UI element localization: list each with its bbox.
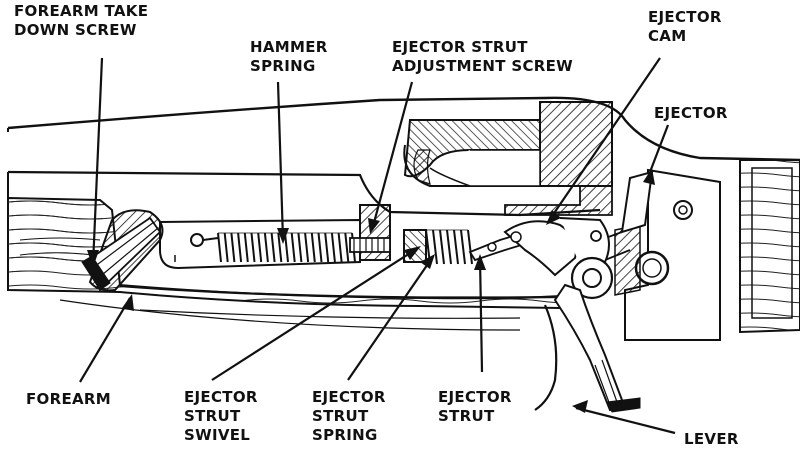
stock-wood [739,159,800,334]
leader-forearm [79,297,131,383]
label-hammer-spring: HAMMER SPRING [250,38,328,76]
spring-coil [344,232,350,263]
leader-ejector-cam [547,57,661,223]
spring-coil [432,229,438,265]
spring-channel [159,218,361,270]
leader-ejector-strut [478,257,484,373]
spring-coil [337,232,343,263]
label-line: EJECTOR [438,388,512,406]
spring-coil [277,232,283,263]
label-line: CAM [648,27,687,45]
leader-swivel [211,247,419,381]
spring-coil [230,232,236,263]
label-ejector-strut-spring: EJECTOR STRUT SPRING [312,388,386,445]
spring-coil [237,232,243,263]
leader-lever [575,406,676,435]
barrel [7,96,800,162]
leader-arrowheads [87,168,655,413]
label-line: EJECTOR [312,388,386,406]
label-ejector-strut-adjustment-screw: EJECTOR STRUT ADJUSTMENT SCREW [392,38,573,76]
spring-coil [223,232,229,263]
leader-hammer-spring [276,81,285,241]
spring-coil [324,232,330,263]
forearm-take-down-screw [81,209,164,292]
leader-ejector [648,124,670,173]
spring-coil [243,232,249,263]
label-line: LEVER [684,430,739,448]
label-line: STRUT [312,407,369,425]
spring-coil [263,232,269,263]
ejector-cam-part [503,217,610,277]
label-line: ADJUSTMENT SCREW [392,57,573,75]
spring-coil [217,232,222,263]
forearm-wood [7,196,561,331]
leader-strut-spring [347,257,433,381]
label-line: HAMMER [250,38,328,56]
label-line: EJECTOR [184,388,258,406]
spring-end-swivel [190,233,219,247]
trigger-guard [534,304,558,411]
label-line: SPRING [312,426,378,444]
hammer-spring [217,232,356,263]
spring-coil [330,232,336,263]
label-ejector-cam: EJECTOR CAM [648,8,722,46]
spring-coil [460,229,466,265]
spring-coil [467,229,473,265]
adjustment-screw [349,204,391,261]
bolt-chamber [403,101,613,216]
spring-coil [290,232,296,263]
spring-coil [310,232,316,263]
label-line: EJECTOR [654,104,728,122]
spring-coil [250,232,256,263]
spring-coil [317,232,323,263]
spring-coil [439,229,445,265]
label-line: STRUT [184,407,241,425]
label-lever: LEVER [684,430,739,449]
label-line: STRUT [438,407,495,425]
spring-coil [270,232,276,263]
receiver-block [614,168,721,341]
label-line: DOWN SCREW [14,21,137,39]
spring-coil [284,232,289,263]
leader-adjustment-screw [370,81,414,231]
lever-part [553,256,641,413]
label-line: FOREARM [26,390,111,408]
label-ejector-strut-swivel: EJECTOR STRUT SWIVEL [184,388,258,445]
label-line: EJECTOR [648,8,722,26]
spring-coil [446,229,452,265]
label-ejector: EJECTOR [654,104,728,123]
label-line: SWIVEL [184,426,251,444]
spring-coil [304,232,310,263]
label-forearm: FOREARM [26,390,111,409]
spring-coil [453,229,459,265]
label-line: FOREARM TAKE [14,2,149,20]
label-forearm-take-down-screw: FOREARM TAKE DOWN SCREW [14,2,148,40]
ejector-strut-swivel [403,229,427,263]
spring-coil [257,232,263,263]
leader-take-down-screw [91,57,104,266]
label-line: EJECTOR STRUT [392,38,528,56]
label-ejector-strut: EJECTOR STRUT [438,388,512,426]
label-line: SPRING [250,57,316,75]
spring-coil [297,232,303,263]
leader-lines [79,57,676,435]
